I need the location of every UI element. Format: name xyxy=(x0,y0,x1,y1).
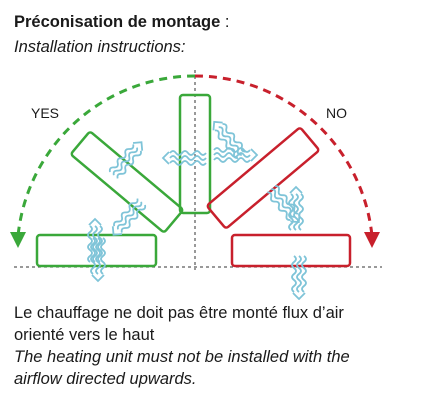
label-no: NO xyxy=(326,105,347,121)
title-colon: : xyxy=(220,13,230,31)
label-yes: YES xyxy=(31,105,59,121)
mounting-diagram: YES NO xyxy=(10,70,382,300)
unit-forbidden-horizontal xyxy=(230,233,352,268)
unit-forbidden-diagonal xyxy=(206,127,320,229)
airflow-green-horizontal xyxy=(87,218,106,282)
caption: Le chauffage ne doit pas être monté flux… xyxy=(14,302,419,390)
yes-arc xyxy=(16,74,196,237)
unit-allowed-diagonal xyxy=(70,131,184,233)
title-fr: Préconisation de montage xyxy=(14,13,221,31)
page-subtitle: Installation instructions: xyxy=(14,38,186,56)
caption-fr-line2: orienté vers le haut xyxy=(14,326,155,344)
no-arrowhead xyxy=(364,232,380,248)
yes-arrowhead xyxy=(10,232,26,248)
no-arc xyxy=(194,74,374,237)
airflow-red-diagonal xyxy=(207,116,306,228)
caption-en-line1: The heating unit must not be installed w… xyxy=(14,348,350,366)
caption-fr-line1: Le chauffage ne doit pas être monté flux… xyxy=(14,304,344,322)
unit-allowed-horizontal xyxy=(35,233,158,268)
page-title: Préconisation de montage : xyxy=(14,11,229,33)
caption-en-line2: airflow directed upwards. xyxy=(14,370,197,388)
